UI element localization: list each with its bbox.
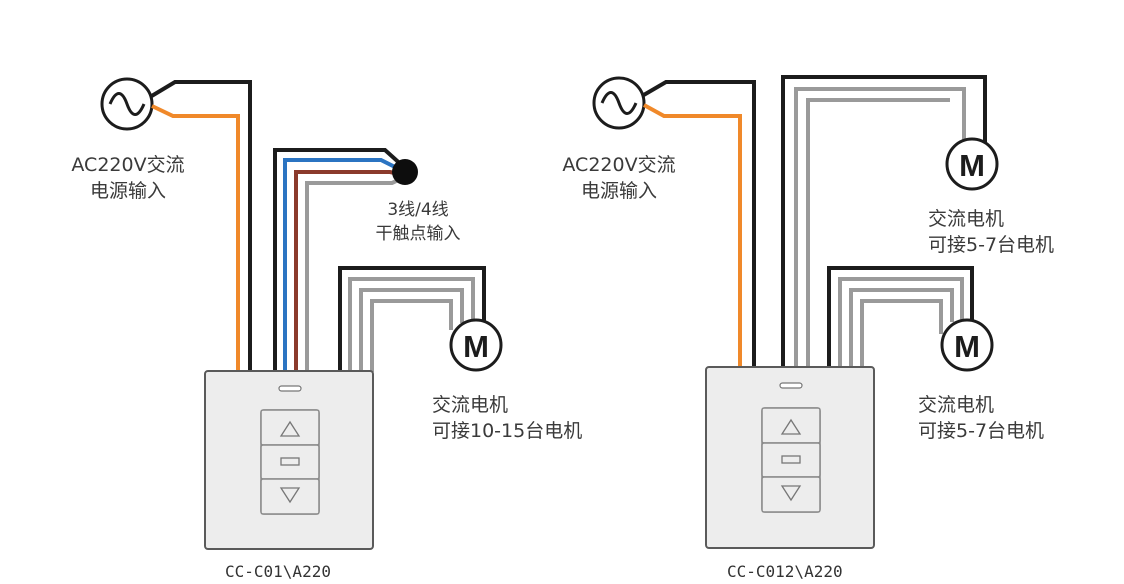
up-button[interactable] <box>260 409 320 446</box>
motor-icon: M <box>449 318 503 372</box>
bottom-motor-gray-wire-2 <box>849 288 954 368</box>
power-label-line2: 电源输入 <box>580 180 657 202</box>
dry-contact-blue-wire <box>283 158 404 372</box>
model-number: CC-C012\A220 <box>727 562 843 581</box>
motor-top-label-line2: 可接5-7台电机 <box>928 234 1055 256</box>
power-label-line1: AC220V交流 <box>562 154 676 176</box>
model-number: CC-C01\A220 <box>225 562 331 581</box>
motor-black-wire <box>338 266 486 372</box>
dry-contact-node <box>392 159 418 185</box>
stop-button[interactable] <box>761 442 821 478</box>
ac-source-icon <box>100 77 154 131</box>
live-wire <box>643 103 742 368</box>
motor-label-line1: 交流电机 <box>432 394 509 416</box>
motor-label-line2: 可接10-15台电机 <box>432 420 583 442</box>
motor-gray-wire-3 <box>370 299 453 372</box>
dry-contact-line2: 干触点输入 <box>375 224 461 244</box>
top-motor-black-wire <box>781 75 987 368</box>
up-button[interactable] <box>761 407 821 444</box>
indicator-light <box>278 385 302 392</box>
dry-contact-black-wire <box>273 148 407 372</box>
motor-bottom-label-line1: 交流电机 <box>918 394 995 416</box>
bottom-motor-gray-wire-1 <box>838 277 964 368</box>
ac-source-icon <box>592 76 646 130</box>
motor-top-label-line1: 交流电机 <box>928 208 1005 230</box>
stop-icon <box>781 455 801 464</box>
motor-gray-wire-2 <box>359 288 464 372</box>
svg-text:M: M <box>954 329 980 364</box>
motor-top-label: 交流电机 可接5-7台电机 <box>928 206 1054 258</box>
svg-text:M: M <box>463 329 489 364</box>
power-label-line2: 电源输入 <box>89 180 166 202</box>
svg-text:M: M <box>959 148 985 183</box>
bottom-motor-gray-wire-3 <box>860 299 943 368</box>
down-arrow-icon <box>780 485 802 502</box>
neutral-wire <box>640 80 756 368</box>
up-arrow-icon <box>279 420 301 437</box>
down-button[interactable] <box>761 476 821 513</box>
down-button[interactable] <box>260 478 320 515</box>
switch-panel[interactable] <box>705 366 875 549</box>
power-input-label: AC220V交流 电源输入 <box>555 152 683 204</box>
motor-gray-wire-1 <box>348 277 475 372</box>
indicator-light <box>779 382 803 389</box>
dry-contact-label: 3线/4线 干触点输入 <box>357 198 479 246</box>
motor-bottom-label-line2: 可接5-7台电机 <box>918 420 1045 442</box>
right-diagram: M M <box>592 75 999 549</box>
stop-button[interactable] <box>260 444 320 480</box>
motor-icon: M <box>945 137 999 191</box>
power-label-line1: AC220V交流 <box>71 154 185 176</box>
neutral-wire <box>148 80 252 372</box>
dry-contact-line1: 3线/4线 <box>387 200 449 220</box>
top-motor-gray-wire-1 <box>794 87 966 368</box>
top-motor-gray-wire-2 <box>806 98 950 368</box>
live-wire <box>151 104 240 372</box>
switch-panel[interactable] <box>204 370 374 550</box>
down-arrow-icon <box>279 487 301 504</box>
motor-bottom-label: 交流电机 可接5-7台电机 <box>918 392 1044 444</box>
power-input-label: AC220V交流 电源输入 <box>64 152 192 204</box>
motor-label: 交流电机 可接10-15台电机 <box>432 392 582 444</box>
stop-icon <box>280 457 300 466</box>
bottom-motor-black-wire <box>827 266 974 368</box>
left-diagram: M <box>100 77 503 550</box>
motor-icon: M <box>940 318 994 372</box>
up-arrow-icon <box>780 418 802 435</box>
